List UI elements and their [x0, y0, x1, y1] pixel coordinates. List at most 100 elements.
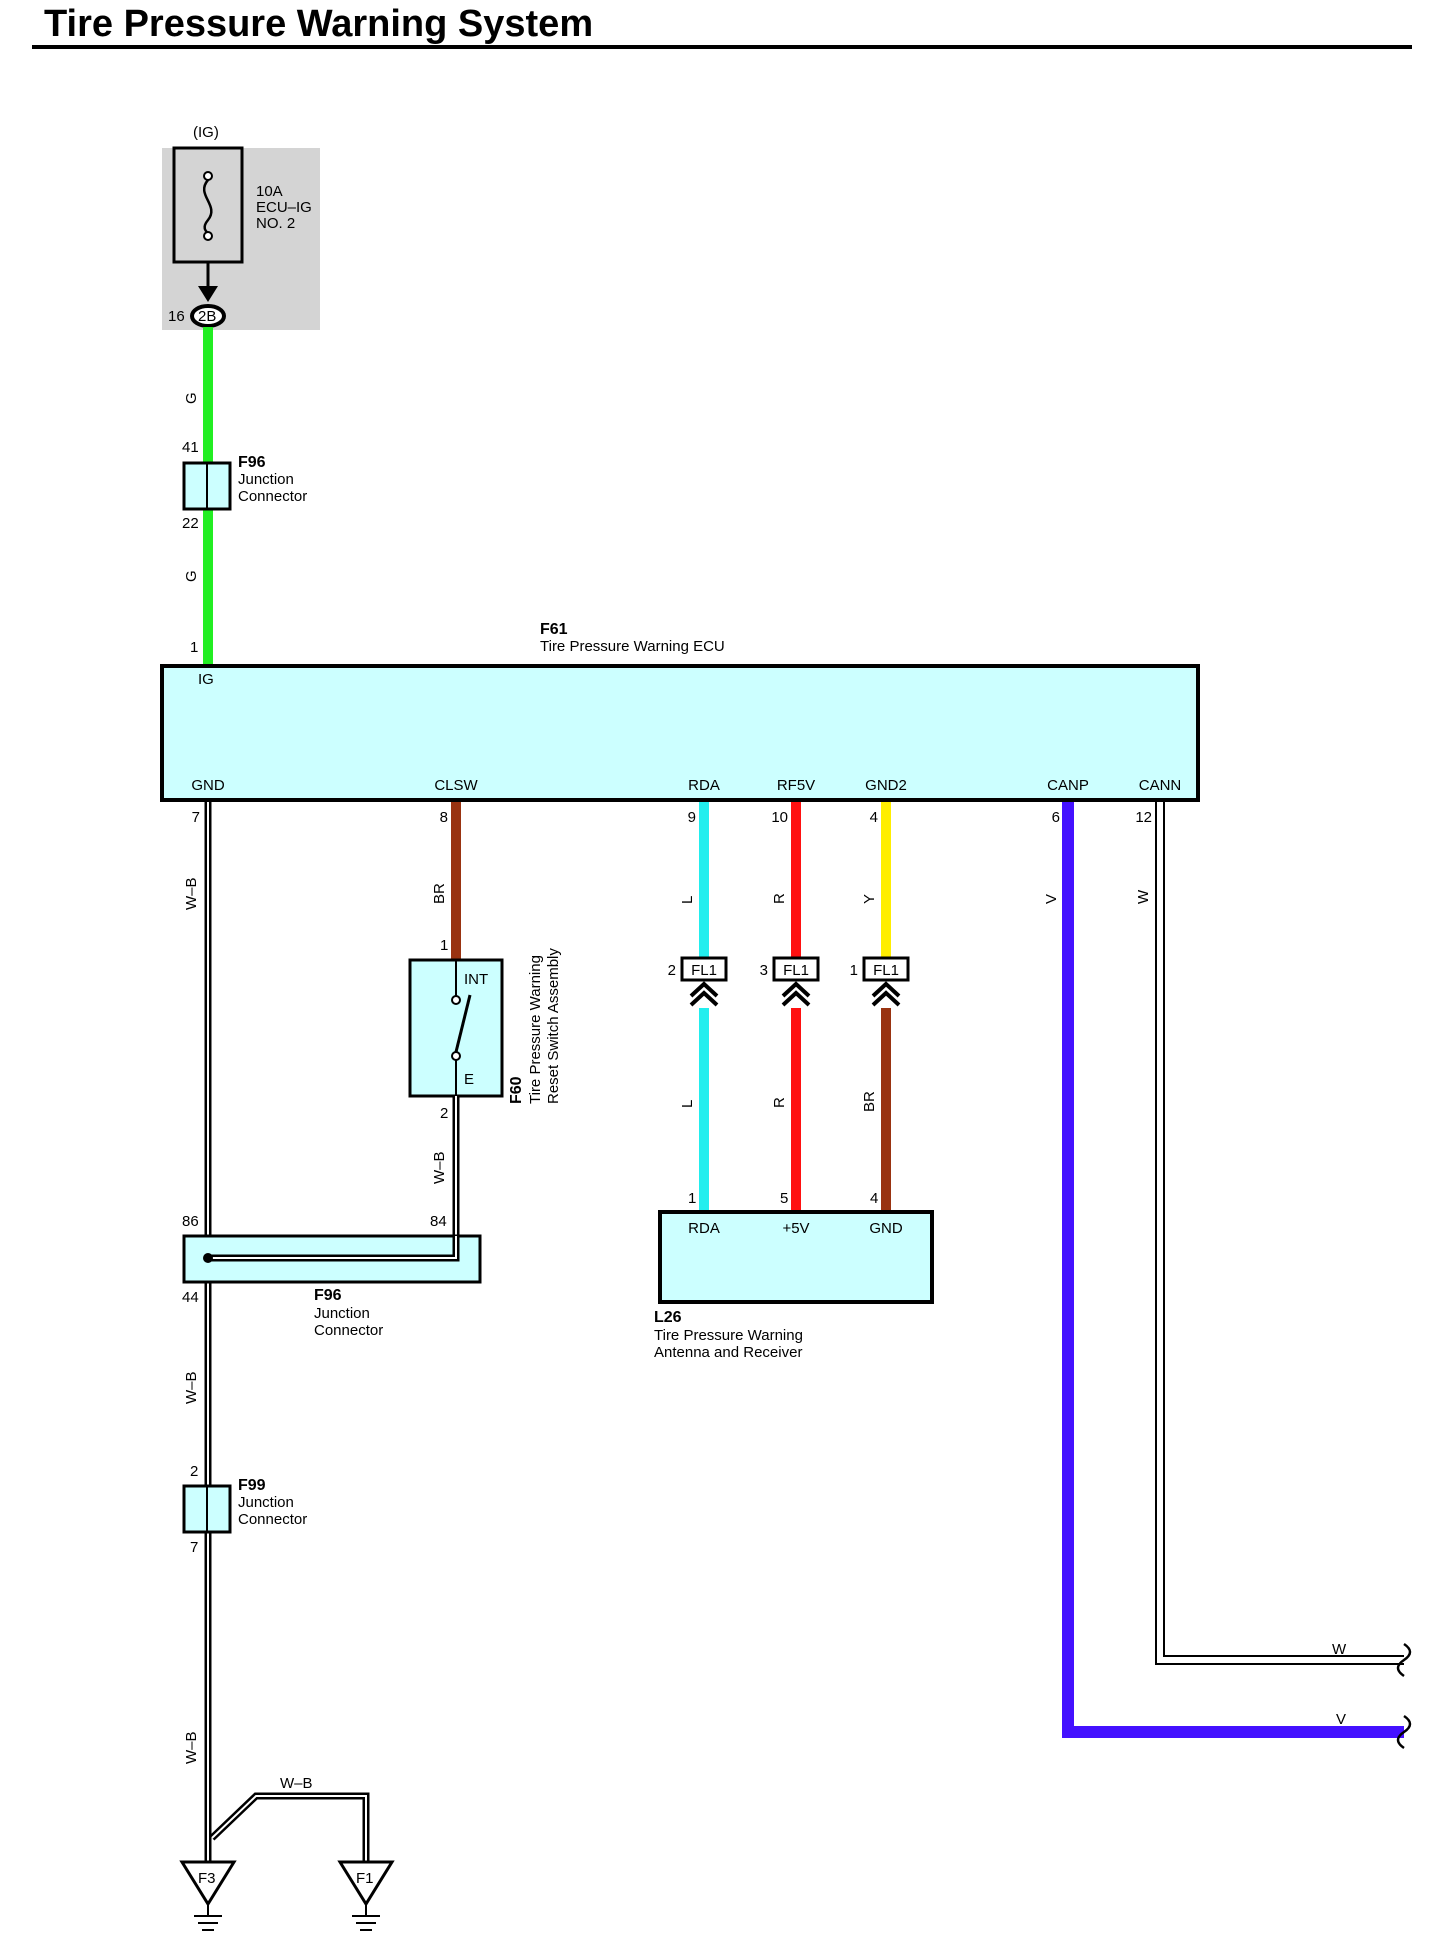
wire-code-l-lower: L — [679, 1100, 696, 1108]
f96-bottom-pin-86: 86 — [182, 1213, 199, 1230]
f96-bottom-id: F96 — [314, 1287, 342, 1304]
f96-top-line2: Connector — [238, 488, 307, 505]
f61-ig-pin: 1 — [190, 639, 198, 656]
f61-ig-label: IG — [198, 671, 214, 688]
fuse-connector-2b — [190, 304, 226, 328]
f61-pin-rda: 9 — [688, 809, 696, 826]
l26-pin-rda: 1 — [688, 1190, 696, 1207]
fuse-terminal-top — [203, 171, 213, 181]
l26-receiver-box — [658, 1210, 934, 1304]
wire-code-v-horizontal: V — [1336, 1711, 1346, 1728]
wire-canp-violet — [1062, 802, 1404, 1738]
l26-term-5v: +5V — [782, 1220, 809, 1237]
wire-code-wb-branch: W–B — [280, 1775, 313, 1792]
wire-code-wb-1: W–B — [183, 877, 200, 910]
l26-id: L26 — [654, 1309, 682, 1326]
f61-terminal-rf5v: RF5V — [777, 777, 815, 794]
fl1-connector-label: FL1 — [783, 962, 809, 979]
f99-pin-in: 2 — [190, 1463, 198, 1480]
f60-switch-blade-icon — [454, 994, 472, 1053]
wire-break-w-icon — [1396, 1642, 1412, 1678]
f60-switch-contact-bottom — [451, 1051, 461, 1061]
wire-code-l-upper: L — [679, 896, 696, 904]
f60-id: F60 — [508, 1076, 525, 1104]
fuse-rating: 10A — [256, 183, 283, 200]
f96-bottom-pin-44: 44 — [182, 1289, 199, 1306]
f61-terminal-pins: 7 8 9 10 4 6 12 — [192, 809, 1152, 826]
fuse-connector-pin: 16 — [168, 308, 185, 325]
ground-f3-icon — [179, 1860, 237, 1907]
page-title: Tire Pressure Warning System — [44, 3, 593, 45]
f96-top-id: F96 — [238, 454, 266, 471]
f61-terminal-cann: CANN — [1139, 777, 1182, 794]
f61-pin-gnd: 7 — [192, 809, 200, 826]
l26-line2: Antenna and Receiver — [654, 1344, 802, 1361]
l26-line1: Tire Pressure Warning — [654, 1327, 803, 1344]
wire-code-v-vertical: V — [1043, 894, 1060, 904]
f61-pin-cann: 12 — [1135, 809, 1152, 826]
f96-top-line1: Junction — [238, 471, 294, 488]
f60-line2: Reset Switch Assembly — [545, 948, 562, 1104]
wire-code-r-upper: R — [771, 893, 788, 904]
l26-pin-gnd: 4 — [870, 1190, 878, 1207]
f60-switch-contact-top — [451, 995, 461, 1005]
l26-term-rda: RDA — [688, 1220, 720, 1237]
fl1-connector: FL1 2 — [668, 956, 728, 1007]
wire-code-br-clsw: BR — [431, 883, 448, 904]
f99-id: F99 — [238, 1477, 266, 1494]
f61-pin-rf5v: 10 — [771, 809, 788, 826]
ground-f3-label: F3 — [198, 1870, 216, 1887]
ground-f1-label: F1 — [356, 1870, 374, 1887]
f61-id: F61 — [540, 621, 568, 638]
f96-top-pin-out: 22 — [182, 515, 199, 532]
f96-bottom-line1: Junction — [314, 1305, 370, 1322]
f61-terminal-gnd2: GND2 — [865, 777, 907, 794]
wire-cann-white-outer — [1155, 802, 1404, 1665]
f61-terminal-labels: GND CLSW RDA RF5V GND2 CANP CANN — [191, 777, 1181, 794]
fuse-supply-label: (IG) — [193, 124, 219, 141]
fl1-chevron-icon — [871, 981, 901, 1007]
wire-code-g-upper: G — [183, 392, 200, 404]
wire-f1-branch-inner — [211, 1795, 367, 1862]
f61-terminal-canp: CANP — [1047, 777, 1089, 794]
fuse-name-line2: NO. 2 — [256, 215, 295, 232]
wire-code-wb-3: W–B — [183, 1731, 200, 1764]
f99-pin-out: 7 — [190, 1539, 198, 1556]
wire-code-r-lower: R — [771, 1097, 788, 1108]
fuse-name-line1: ECU–IG — [256, 199, 312, 216]
f60-pin-top: 1 — [440, 937, 448, 954]
f60-line1: Tire Pressure Warning — [527, 955, 544, 1104]
fl1-connector-label: FL1 — [691, 962, 717, 979]
wire-code-g-lower: G — [183, 570, 200, 582]
wire-code-br-lower: BR — [861, 1091, 878, 1112]
fuse-arrow-icon — [198, 286, 218, 302]
f96-bottom-line2: Connector — [314, 1322, 383, 1339]
f61-terminal-clsw: CLSW — [434, 777, 478, 794]
wire-code-w-horizontal: W — [1332, 1641, 1347, 1658]
fl1-connector-box — [680, 956, 728, 982]
wire-f1-branch-outer — [209, 1792, 370, 1862]
f61-ecu-box — [160, 664, 1200, 802]
fl1-chevron-icon — [781, 981, 811, 1007]
fl1-connector-pin: 2 — [668, 962, 676, 979]
ground-f1-icon — [337, 1860, 395, 1907]
wire-code-wb-f60: W–B — [431, 1151, 448, 1184]
f61-pin-canp: 6 — [1052, 809, 1060, 826]
f61-pin-gnd2: 4 — [870, 809, 878, 826]
f61-terminal-rda: RDA — [688, 777, 720, 794]
wire-code-y-upper: Y — [861, 894, 878, 904]
f61-name: Tire Pressure Warning ECU — [540, 638, 725, 655]
f61-pin-clsw: 8 — [440, 809, 448, 826]
f96-bottom-bridge-inner — [208, 1236, 457, 1259]
wire-break-v-icon — [1396, 1714, 1412, 1750]
f96-top-pin-in: 41 — [182, 439, 199, 456]
f60-term-e: E — [464, 1071, 474, 1088]
f60-pin-bottom: 2 — [440, 1105, 448, 1122]
fl1-connector-label: FL1 — [873, 962, 899, 979]
fl1-connector-pin: 3 — [760, 962, 768, 979]
f61-terminal-gnd: GND — [191, 777, 225, 794]
f60-term-int: INT — [464, 971, 488, 988]
fl1-chevron-icon — [689, 981, 719, 1007]
f96-bottom-pin-84: 84 — [430, 1213, 447, 1230]
